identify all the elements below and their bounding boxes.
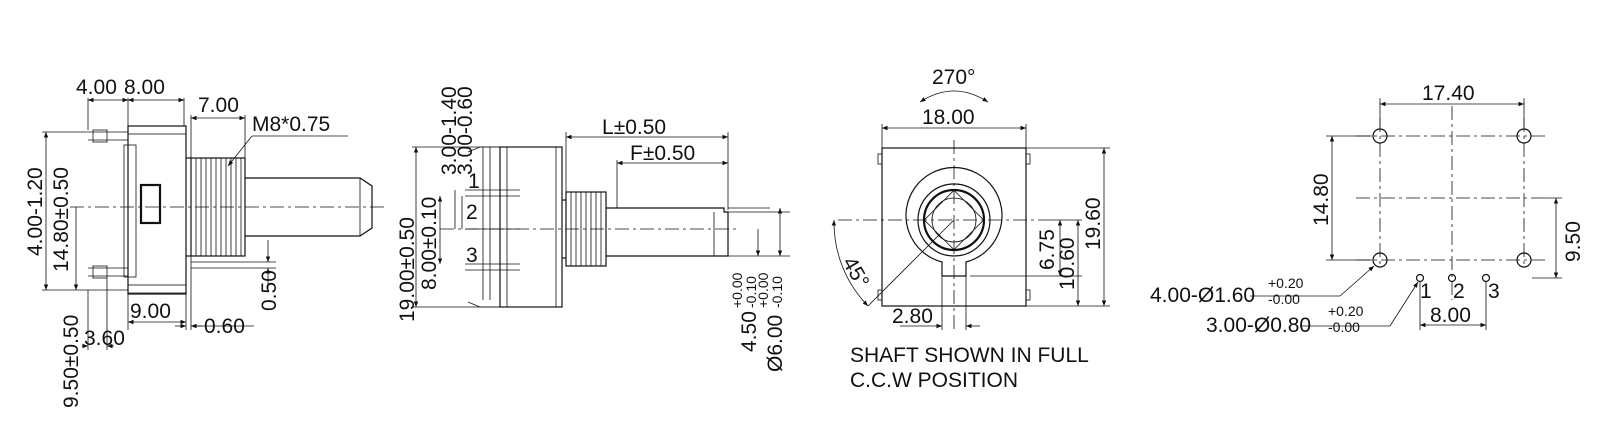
pot-body-front: [499, 146, 563, 308]
svg-text:9.50±0.50: 9.50±0.50: [60, 315, 83, 408]
dim-14-80-tol: ±0.50: [50, 167, 73, 219]
dim-6-00-tol-dn: -0.10: [769, 276, 785, 308]
dim-L-tol: ±0.50: [614, 116, 666, 139]
pcb-pin-3: 3: [1488, 280, 1500, 303]
dim-19-60: 19.60: [1082, 197, 1105, 250]
dim-19-00-tol: ±0.50: [396, 217, 419, 269]
holes-small: 3.00-Ø0.80: [1206, 314, 1311, 337]
dim-6-00: Ø6.00: [764, 315, 787, 372]
dim-F: F: [630, 142, 643, 165]
end-view: 270° 18.00 19.60 6.75 10.60 45° 2.80 SHA…: [831, 66, 1110, 392]
dim-9-50: 9.50: [60, 367, 83, 408]
dim-L: L: [602, 116, 614, 139]
dim-19-00: 19.00: [396, 269, 419, 322]
pcb-layout: 17.40 14.80 9.50 4.00-Ø1.60 +0.20 -0.00 …: [1150, 82, 1585, 337]
dim-17-40: 17.40: [1422, 82, 1475, 105]
dim-14-80: 14.80: [1310, 173, 1333, 226]
pin-hole-2: [1447, 273, 1457, 283]
dim-8-00-tol: ±0.10: [418, 197, 441, 249]
dim-6-75: 6.75: [1036, 229, 1059, 270]
thread-spec: M8*0.75: [252, 113, 330, 136]
mount-hole-tl: [1372, 128, 1388, 144]
pot-housing-inner: [123, 144, 137, 278]
svg-text:F±0.50: F±0.50: [630, 142, 695, 165]
pcb-pin-1: 1: [1420, 280, 1432, 303]
svg-text:8.00±0.10: 8.00±0.10: [418, 197, 441, 290]
dim-4-00: 4.00: [76, 76, 117, 99]
pot-body: [127, 125, 187, 295]
svg-text:L±0.50: L±0.50: [602, 116, 666, 139]
dim-9-00: 9.00: [130, 300, 171, 323]
angle-45: 45°: [838, 253, 874, 292]
dim-6-00-tol-up: +0.00: [755, 272, 771, 308]
dim-2-80: 2.80: [892, 305, 933, 328]
holes-large-tol-up: +0.20: [1268, 275, 1304, 291]
svg-text:14.80±0.50: 14.80±0.50: [50, 167, 73, 272]
dim-9-50-tol: ±0.50: [60, 315, 83, 367]
dim-7-00: 7.00: [198, 94, 239, 117]
dim-14-80: 14.80: [50, 219, 73, 272]
holes-small-tol-dn: -0.00: [1328, 319, 1360, 335]
dim-8-00: 8.00: [418, 249, 441, 290]
dim-10-60: 10.60: [1056, 237, 1079, 290]
pot-window: [139, 183, 162, 225]
holes-small-tol-up: +0.20: [1328, 303, 1364, 319]
mount-hole-tr: [1516, 128, 1532, 144]
shaft-front: [606, 207, 729, 257]
pcb-pin-2: 2: [1453, 280, 1465, 303]
dim-18-00: 18.00: [922, 106, 975, 129]
dim-4-50-tol-up: +0.00: [729, 272, 745, 308]
dim-8-00-pins: 8.00: [1430, 304, 1471, 327]
holes-large: 4.00-Ø1.60: [1150, 284, 1255, 307]
pin-label-1: 1: [468, 170, 480, 193]
pin-label-2: 2: [466, 201, 478, 224]
svg-text:19.00±0.50: 19.00±0.50: [396, 217, 419, 322]
dim-3-00-0-60: 3.00-0.60: [454, 86, 477, 175]
pin-hole-3: [1481, 273, 1491, 283]
dim-9-50: 9.50: [1562, 221, 1585, 262]
note-line-2: C.C.W POSITION: [850, 369, 1018, 392]
mount-hole-bl: [1372, 252, 1388, 268]
dim-3-60: 3.60: [84, 327, 125, 350]
front-view: 1 2 3 L±0.50 F±0.50 4: [396, 86, 790, 372]
dim-0-60: 0.60: [204, 315, 245, 338]
holes-large-tol-dn: -0.00: [1268, 291, 1300, 307]
angle-270: 270°: [932, 66, 975, 89]
dim-F-tol: ±0.50: [643, 142, 695, 165]
dim-3-00-1-40: 3.00-1.40: [438, 86, 461, 175]
dim-4-50: 4.50: [738, 311, 761, 352]
note-line-1: SHAFT SHOWN IN FULL: [850, 344, 1089, 367]
pin-hole-1: [1415, 273, 1425, 283]
mount-hole-br: [1516, 252, 1532, 268]
shaft-boss: [905, 167, 1003, 277]
dim-4-50-tol-dn: -0.10: [743, 276, 759, 308]
dim-4-00-1-20: 4.00-1.20: [24, 167, 47, 256]
dim-0-50: 0.50: [258, 270, 281, 311]
side-view: 4.00 8.00 7.00 M8*0.75 4.00-1.20 14.80±0…: [24, 76, 385, 408]
pin-label-3: 3: [466, 244, 478, 267]
dim-8-00: 8.00: [124, 76, 165, 99]
